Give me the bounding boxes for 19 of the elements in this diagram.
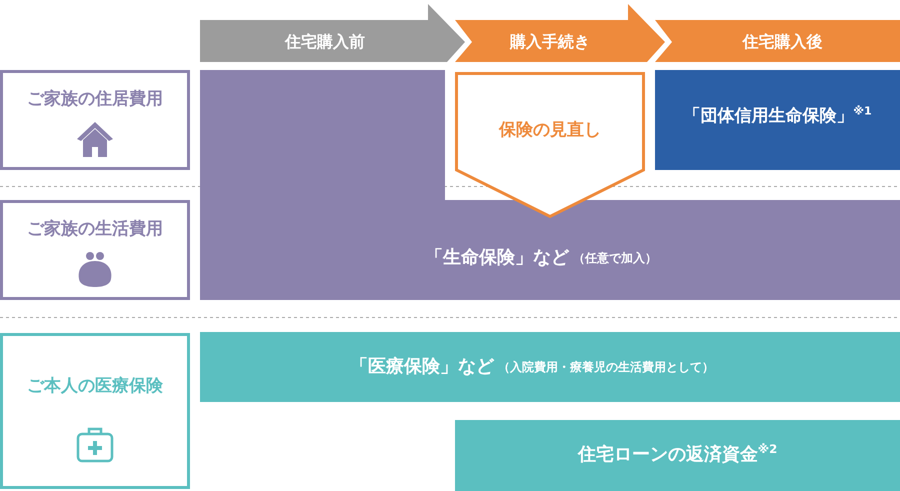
insurance-note: （入院費用・療養児の生活費用として）: [498, 359, 714, 376]
insurance-note: （任意で加入）: [573, 250, 657, 267]
insurance-bar: [200, 332, 900, 402]
stage-label: 購入手続き: [508, 32, 591, 53]
insurance-bar: [655, 70, 900, 170]
insurance-bar: [455, 420, 900, 491]
category-box: [0, 333, 190, 489]
stage-label: 住宅購入前: [284, 32, 366, 53]
category-label: ご家族の生活費用: [26, 218, 164, 240]
insurance-label: 「医療保険」など: [350, 355, 494, 378]
insurance-label: 「生命保険」など: [425, 246, 569, 269]
category-label: ご本人の医療保険: [26, 375, 164, 397]
insurance-label: 「団体信用生命保険」$^{※1}$: [682, 104, 873, 127]
stage-label: 住宅購入後: [741, 32, 824, 53]
category-label: ご家族の住居費用: [26, 88, 164, 110]
category-box: [0, 70, 190, 170]
insurance-label: 住宅ローンの返済資金$^{※2}$: [576, 442, 778, 466]
category-box: [0, 200, 190, 300]
insurance-label: 保険の見直し: [498, 119, 602, 141]
